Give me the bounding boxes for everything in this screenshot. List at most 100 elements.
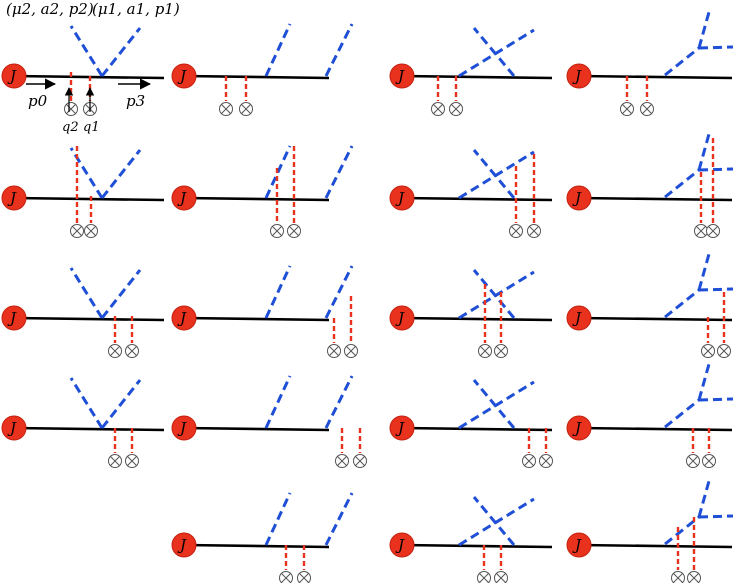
cross-mark	[696, 226, 706, 236]
gluon-line	[664, 398, 700, 429]
q1-label: q1	[83, 120, 100, 135]
source-j-label: J	[395, 419, 405, 437]
cross-mark	[688, 456, 698, 466]
source-j-icon	[566, 532, 592, 558]
cross-mark	[272, 226, 282, 236]
gluon-line	[698, 514, 734, 519]
gluon-line	[100, 379, 142, 429]
source-j-label: J	[572, 419, 582, 437]
cross-mark	[622, 104, 632, 114]
p3-label: p3	[126, 92, 145, 110]
background-source-icon	[297, 571, 311, 583]
gluon-line	[324, 265, 354, 319]
gluon-line	[69, 25, 104, 77]
cross-mark	[511, 226, 521, 236]
cross-mark	[496, 346, 506, 356]
cross-mark	[524, 456, 534, 466]
fermion-line	[13, 196, 165, 202]
panel-r1-c4: J	[566, 11, 734, 116]
cross-mark	[479, 573, 489, 583]
source-j-icon	[566, 415, 592, 441]
cross-mark	[110, 456, 120, 466]
cross-mark	[689, 573, 699, 583]
fermion-line	[578, 74, 733, 80]
cross-mark	[703, 346, 713, 356]
gluon-line	[100, 149, 142, 199]
source-j-label: J	[7, 189, 17, 207]
fermion-line	[401, 196, 553, 202]
source-j-label: J	[177, 536, 187, 554]
source-j-icon	[566, 63, 592, 89]
gluon-line	[697, 133, 711, 171]
cross-mark	[221, 104, 231, 114]
gluon-line	[324, 375, 354, 429]
gluon-line	[324, 23, 354, 77]
fermion-line	[183, 316, 330, 322]
cross-mark	[708, 226, 718, 236]
source-j-icon	[1, 63, 27, 89]
gluon-line	[472, 27, 516, 77]
fermion-line	[578, 316, 733, 322]
gluon-line	[664, 46, 700, 77]
cross-mark	[642, 104, 652, 114]
gluon-line	[69, 147, 104, 199]
fermion-line	[183, 543, 330, 549]
source-j-icon	[389, 185, 415, 211]
source-j-icon	[389, 305, 415, 331]
source-j-icon	[566, 185, 592, 211]
fermion-line	[13, 316, 165, 322]
source-j-icon	[1, 415, 27, 441]
panel-r3-c3: J	[389, 269, 553, 358]
background-source-icon	[279, 571, 293, 583]
gluon-line	[698, 397, 734, 402]
panel-r3-c2: J	[171, 265, 358, 358]
cross-mark	[355, 456, 365, 466]
gluon-line	[697, 480, 711, 518]
cross-mark	[541, 456, 551, 466]
source-j-label: J	[572, 536, 582, 554]
gluon-line	[698, 45, 734, 50]
fermion-line	[401, 74, 553, 80]
cross-mark	[72, 226, 82, 236]
gluon-line	[697, 363, 711, 401]
fermion-line	[183, 426, 330, 432]
gluon-line	[264, 375, 292, 429]
source-j-label: J	[395, 536, 405, 554]
gluon-line	[264, 23, 292, 77]
gluon-line	[324, 145, 354, 199]
cross-mark	[241, 104, 251, 114]
fermion-line	[401, 426, 553, 432]
fermion-line	[401, 543, 553, 549]
gluon-line	[100, 269, 142, 319]
source-j-icon	[1, 185, 27, 211]
gluon-line	[100, 27, 142, 77]
gluon-line	[264, 265, 292, 319]
panel-r5-c2: J	[171, 492, 354, 583]
gluon-line	[472, 269, 516, 319]
gluon-line	[664, 288, 700, 319]
gluon-line	[472, 149, 516, 199]
source-j-label: J	[7, 309, 17, 327]
source-j-label: J	[395, 309, 405, 327]
source-j-icon	[389, 63, 415, 89]
panel-r4-c4: J	[566, 363, 734, 468]
vertex-right-label: (μ1, a1, p1)	[92, 0, 180, 18]
source-j-label: J	[572, 189, 582, 207]
source-j-label: J	[177, 419, 187, 437]
gluon-line	[472, 496, 516, 546]
gluon-line	[698, 287, 734, 292]
source-j-label: J	[7, 419, 17, 437]
source-j-label: J	[7, 67, 17, 85]
panel-r1-c3: J	[389, 27, 553, 116]
gluon-line	[664, 168, 700, 199]
fermion-line	[401, 316, 553, 322]
panel-r3-c1: J	[1, 267, 165, 358]
panel-r4-c2: J	[171, 375, 367, 468]
cross-mark	[719, 346, 729, 356]
gluon-line	[324, 492, 354, 546]
panel-r4-c3: J	[389, 379, 553, 468]
cross-mark	[673, 573, 683, 583]
source-j-icon	[171, 532, 197, 558]
source-j-label: J	[395, 67, 405, 85]
